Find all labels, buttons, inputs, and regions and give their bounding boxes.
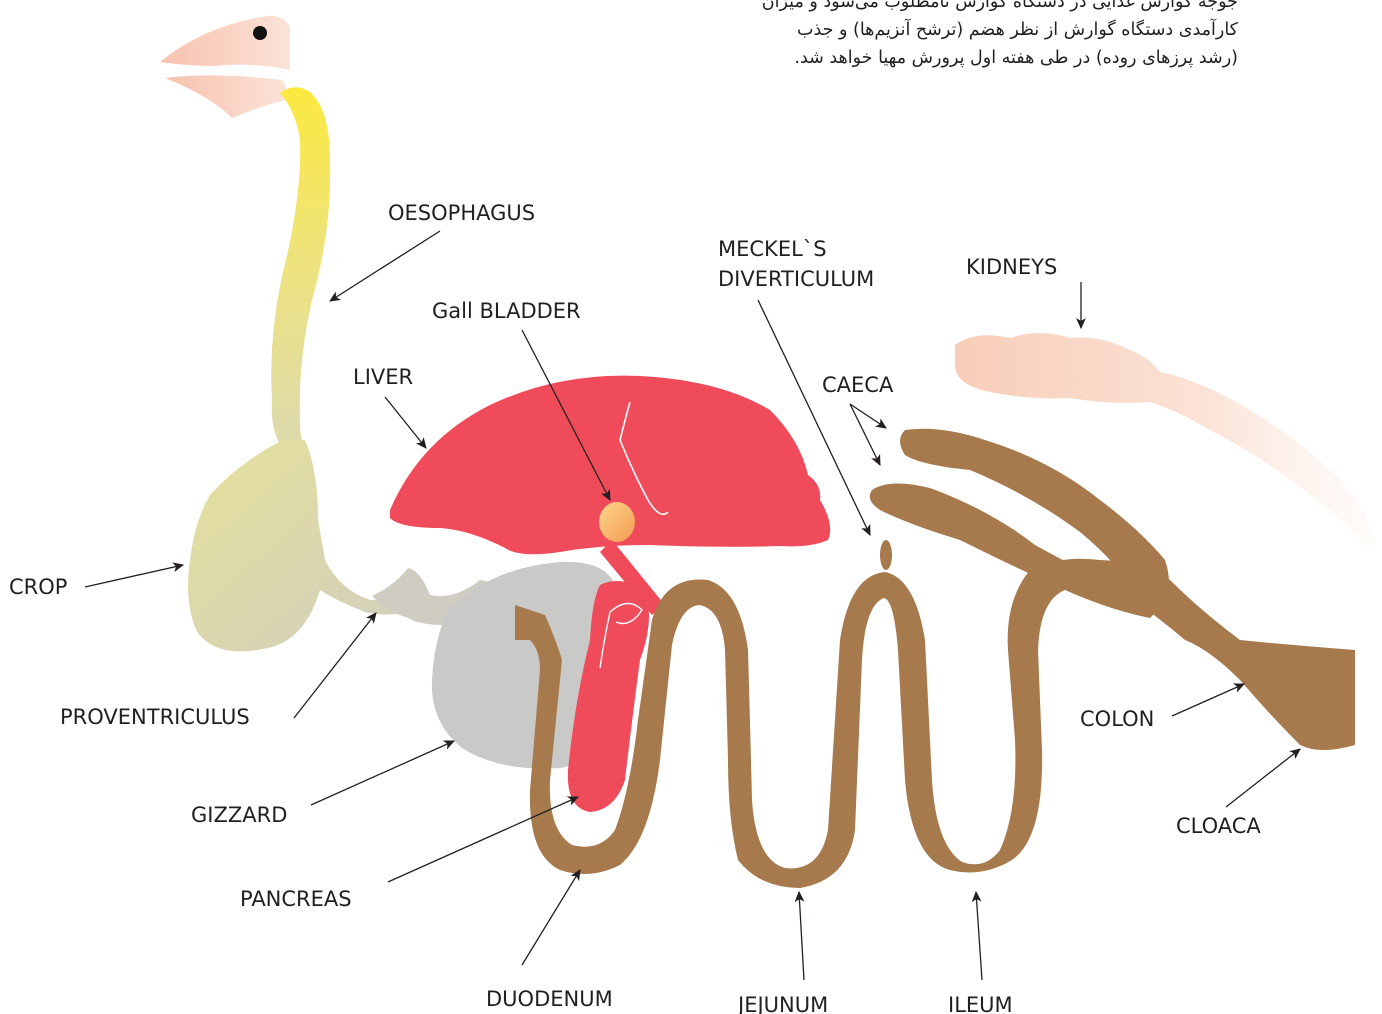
beak xyxy=(160,16,290,118)
eye-icon xyxy=(253,26,267,40)
label-crop: CROP xyxy=(9,575,67,599)
label-oesophagus: OESOPHAGUS xyxy=(388,201,535,225)
arrow-jejunum xyxy=(799,892,804,980)
label-colon: COLON xyxy=(1080,707,1154,731)
label-caeca: CAECA xyxy=(822,373,894,397)
arrow-caeca-lower xyxy=(850,404,880,465)
label-ileum: ILEUM xyxy=(948,993,1013,1014)
arrow-cloaca xyxy=(1226,749,1300,807)
label-meckels-line2: DIVERTICULUM xyxy=(718,267,874,291)
arrow-oesophagus xyxy=(330,231,440,301)
arrow-colon xyxy=(1172,684,1244,716)
arrow-liver xyxy=(385,397,426,448)
label-meckels-line1: MECKEL`S xyxy=(718,237,827,261)
arrow-duodenum xyxy=(522,870,580,965)
arrow-crop xyxy=(85,565,183,587)
upper-beak xyxy=(160,16,290,70)
label-kidneys: KIDNEYS xyxy=(966,255,1057,279)
label-jejunum: JEJUNUM xyxy=(736,993,828,1014)
label-liver: LIVER xyxy=(353,365,413,389)
gall-bladder-shape xyxy=(599,502,635,542)
lower-beak xyxy=(165,75,287,118)
label-gizzard: GIZZARD xyxy=(191,803,287,827)
label-pancreas: PANCREAS xyxy=(240,887,352,911)
label-cloaca: CLOACA xyxy=(1176,814,1261,838)
arrow-proventriculus xyxy=(294,613,376,718)
kidneys-shape xyxy=(955,333,1375,550)
arrow-ileum xyxy=(976,892,982,980)
label-gall-bladder: Gall BLADDER xyxy=(432,299,581,323)
label-duodenum: DUODENUM xyxy=(486,987,613,1011)
oesophagus-shape xyxy=(271,87,330,450)
arrow-gizzard xyxy=(311,741,454,805)
crop-shape xyxy=(188,440,430,651)
label-proventriculus: PROVENTRICULUS xyxy=(60,705,250,729)
meckels-diverticulum-shape xyxy=(880,540,892,570)
